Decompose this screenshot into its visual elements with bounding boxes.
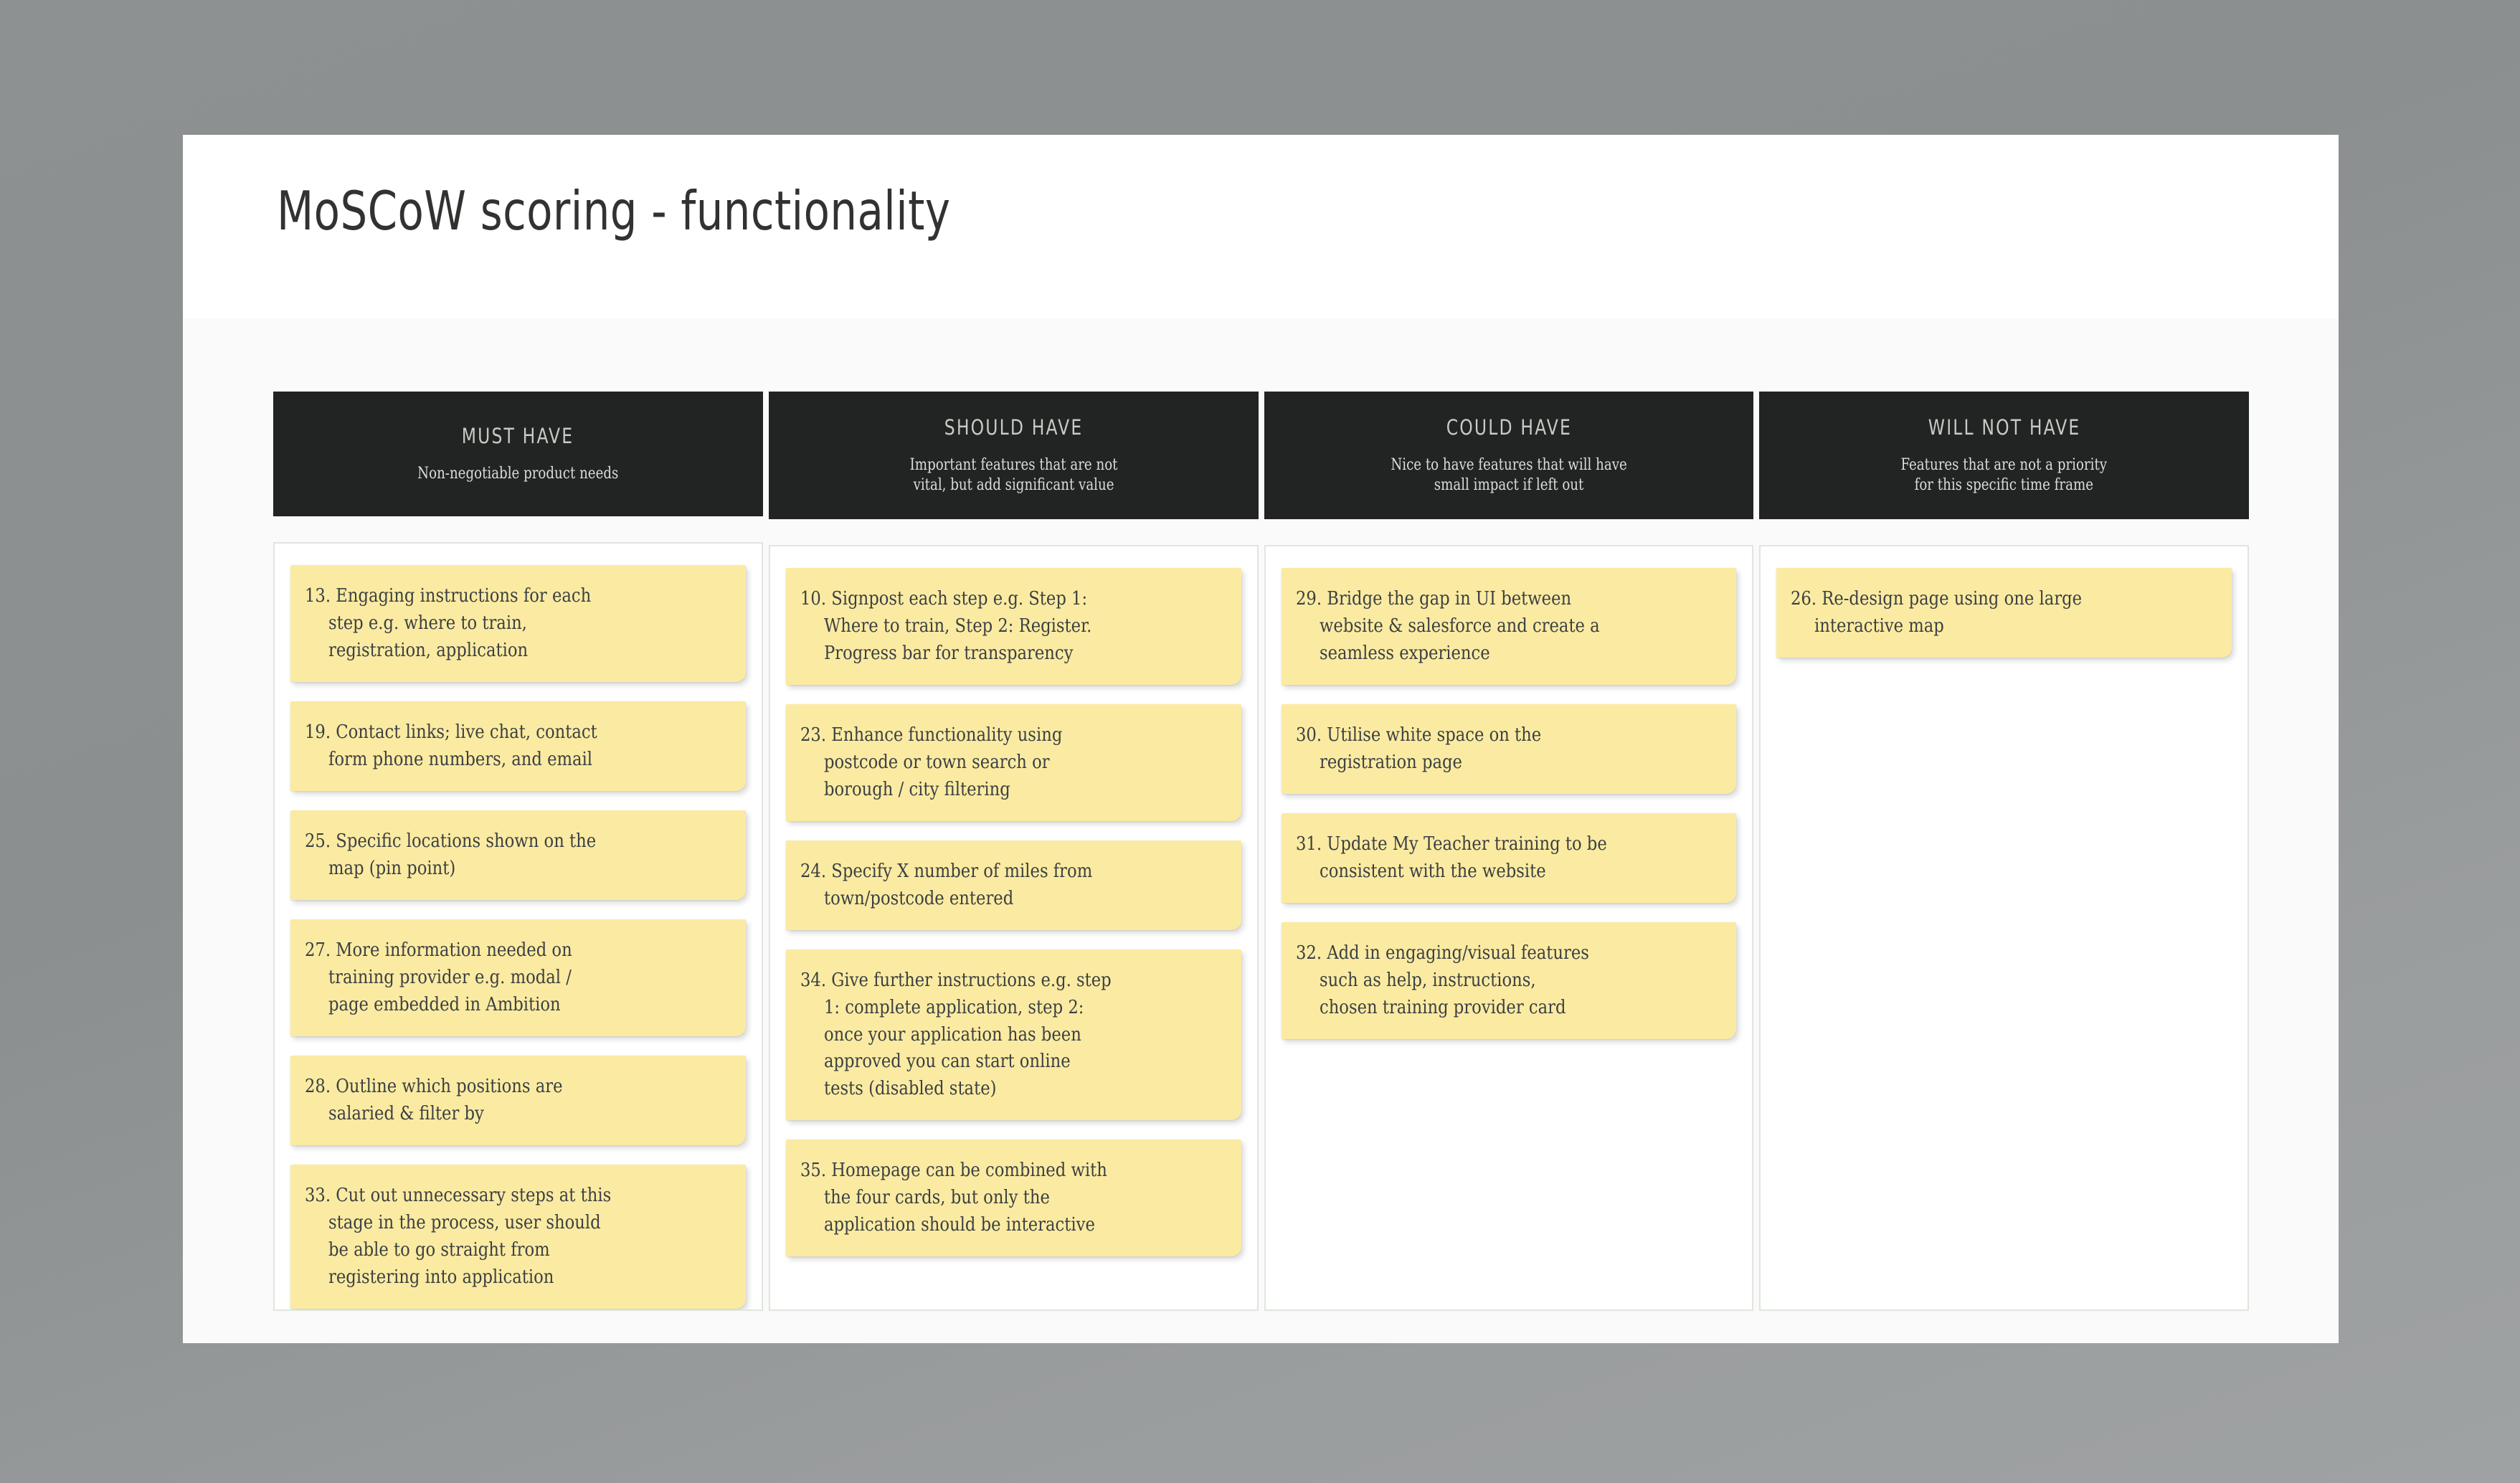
column-could-have: COULD HAVE Nice to have features that wi… (1264, 392, 1754, 1311)
sticky-note[interactable]: 24. Specify X number of miles from town/… (785, 840, 1241, 930)
sticky-note[interactable]: 26. Re-design page using one large inter… (1776, 568, 2232, 658)
sticky-note[interactable]: 19. Contact links; live chat, contact fo… (290, 701, 746, 792)
column-subtitle: Nice to have features that will have sma… (1391, 455, 1627, 494)
sticky-note[interactable]: 28. Outline which positions are salaried… (290, 1055, 746, 1145)
sticky-note-text: 27. More information needed on training … (305, 939, 572, 1016)
sticky-note-text: 25. Specific locations shown on the map … (305, 830, 597, 880)
page-title: MoSCoW scoring - functionality (277, 179, 951, 242)
sticky-note[interactable]: 13. Engaging instructions for each step … (290, 565, 746, 683)
sticky-note-text: 34. Give further instructions e.g. step … (800, 969, 1112, 1100)
column-body-should-have: 10. Signpost each step e.g. Step 1: Wher… (768, 545, 1259, 1311)
column-header-could-have: COULD HAVE Nice to have features that wi… (1264, 392, 1754, 519)
sticky-note[interactable]: 23. Enhance functionality using postcode… (785, 703, 1241, 821)
sticky-note[interactable]: 32. Add in engaging/visual features such… (1281, 921, 1737, 1039)
sticky-note-text: 29. Bridge the gap in UI between website… (1295, 588, 1600, 664)
sticky-note[interactable]: 25. Specific locations shown on the map … (290, 810, 746, 901)
sticky-note-text: 10. Signpost each step e.g. Step 1: Wher… (800, 588, 1092, 664)
sticky-note[interactable]: 30. Utilise white space on the registrat… (1281, 703, 1737, 794)
sticky-note-text: 24. Specify X number of miles from town/… (800, 860, 1092, 909)
column-must-have: MUST HAVE Non-negotiable product needs 1… (273, 392, 763, 1311)
column-title: COULD HAVE (1446, 414, 1572, 440)
sticky-note-text: 31. Update My Teacher training to be con… (1295, 833, 1607, 882)
sticky-note-text: 19. Contact links; live chat, contact fo… (305, 721, 597, 771)
column-header-must-have: MUST HAVE Non-negotiable product needs (273, 392, 763, 517)
slide-title-band: MoSCoW scoring - functionality (183, 135, 2339, 318)
column-will-not-have: WILL NOT HAVE Features that are not a pr… (1759, 392, 2249, 1311)
column-title: WILL NOT HAVE (1928, 414, 2080, 440)
column-body-could-have: 29. Bridge the gap in UI between website… (1264, 545, 1754, 1311)
sticky-note-text: 35. Homepage can be combined with the fo… (800, 1160, 1107, 1236)
column-subtitle: Important features that are not vital, b… (909, 455, 1118, 494)
sticky-note[interactable]: 34. Give further instructions e.g. step … (785, 949, 1241, 1121)
column-subtitle: Features that are not a priority for thi… (1900, 455, 2108, 494)
sticky-note-text: 26. Re-design page using one large inter… (1791, 588, 2083, 637)
sticky-note-text: 33. Cut out unnecessary steps at this st… (305, 1184, 612, 1288)
column-body-will-not-have: 26. Re-design page using one large inter… (1759, 545, 2249, 1311)
column-title: MUST HAVE (462, 424, 574, 449)
column-header-should-have: SHOULD HAVE Important features that are … (768, 392, 1259, 519)
sticky-note-text: 28. Outline which positions are salaried… (305, 1075, 563, 1124)
sticky-note-text: 30. Utilise white space on the registrat… (1295, 724, 1541, 773)
column-should-have: SHOULD HAVE Important features that are … (768, 392, 1259, 1311)
column-header-will-not-have: WILL NOT HAVE Features that are not a pr… (1759, 392, 2249, 519)
sticky-note[interactable]: 33. Cut out unnecessary steps at this st… (290, 1164, 746, 1309)
moscow-board: MUST HAVE Non-negotiable product needs 1… (273, 392, 2249, 1311)
sticky-note-text: 32. Add in engaging/visual features such… (1295, 942, 1589, 1018)
column-subtitle: Non-negotiable product needs (417, 465, 619, 483)
slide: MoSCoW scoring - functionality MUST HAVE… (183, 135, 2339, 1343)
sticky-note[interactable]: 27. More information needed on training … (290, 919, 746, 1036)
sticky-note-text: 23. Enhance functionality using postcode… (800, 724, 1063, 800)
sticky-note[interactable]: 31. Update My Teacher training to be con… (1281, 812, 1737, 903)
column-title: SHOULD HAVE (944, 414, 1083, 440)
column-body-must-have: 13. Engaging instructions for each step … (273, 542, 763, 1311)
sticky-note[interactable]: 35. Homepage can be combined with the fo… (785, 1140, 1241, 1257)
sticky-note[interactable]: 29. Bridge the gap in UI between website… (1281, 568, 1737, 685)
sticky-note[interactable]: 10. Signpost each step e.g. Step 1: Wher… (785, 568, 1241, 685)
sticky-note-text: 13. Engaging instructions for each step … (305, 585, 592, 662)
